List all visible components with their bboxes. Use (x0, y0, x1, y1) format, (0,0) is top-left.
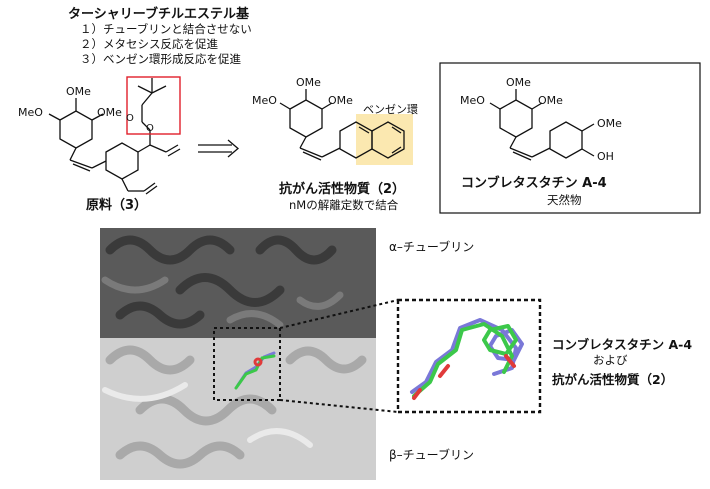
active-group-left: MeO (252, 94, 277, 107)
active-compound-label: 抗がん活性物質（2） (279, 182, 406, 197)
ca4-group-top: OMe (506, 76, 531, 89)
tubulin-protein-render (100, 228, 376, 480)
raw-group-right: OMe (97, 106, 122, 119)
point-1: １）チューブリンと結合させない (80, 22, 252, 36)
raw-material-label: 原料（3） (86, 198, 148, 213)
ca4-group-oh: OH (597, 150, 614, 163)
zoom-line-bottom (279, 399, 399, 413)
tert-butyl-title: ターシャリーブチルエステル基 (68, 7, 249, 22)
active-compound-structure (279, 89, 405, 161)
zoom-ligands (410, 318, 524, 400)
ca4-group-right: OMe (538, 94, 563, 107)
ester-o-carbonyl: O (146, 123, 154, 134)
point-3: ３）ベンゼン環形成反応を促進 (80, 52, 241, 66)
natural-product-note: 天然物 (547, 193, 582, 207)
combretastatin-structure (489, 89, 595, 161)
raw-group-left: MeO (18, 106, 43, 119)
raw-material-structure (48, 78, 181, 195)
zoom-legend-ca4: コンブレタスタチン A-4 (552, 337, 693, 352)
benzene-ring-label: ベンゼン環 (363, 103, 418, 116)
ca4-group-left: MeO (460, 94, 485, 107)
active-compound-note: nMの解離定数で結合 (289, 198, 399, 212)
active-group-right: OMe (328, 94, 353, 107)
point-2: ２）メタセシス反応を促進 (80, 37, 218, 51)
ca4-group-ome: OMe (597, 117, 622, 130)
tert-butyl-ester-highlight (126, 76, 181, 135)
beta-tubulin-label: β–チューブリン (389, 448, 474, 462)
natural-product-label: コンブレタスタチン A-4 (461, 176, 607, 191)
retrosynthesis-arrow (198, 139, 240, 158)
binding-site-box (213, 327, 281, 401)
raw-group-top: OMe (66, 85, 91, 98)
zoom-line-top (279, 299, 399, 329)
zoom-legend-and: および (593, 353, 628, 367)
natural-product-frame (439, 62, 701, 214)
alpha-tubulin-label: α–チューブリン (389, 240, 475, 254)
zoom-legend-active: 抗がん活性物質（2） (552, 372, 674, 387)
ester-o-atom: O (126, 113, 134, 124)
active-group-top: OMe (296, 76, 321, 89)
zoom-inset (396, 298, 542, 414)
